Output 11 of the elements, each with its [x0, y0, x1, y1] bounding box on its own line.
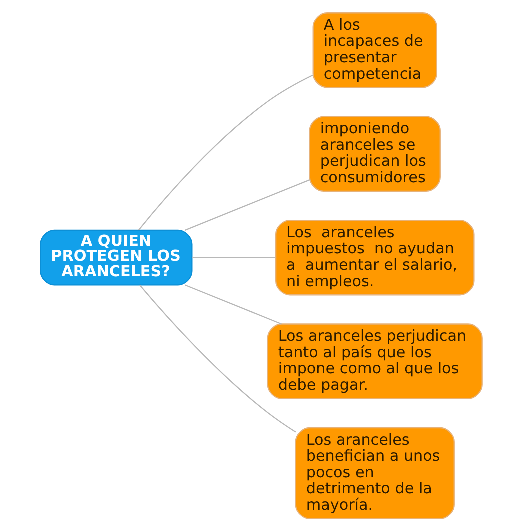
node-box: A los incapaces de presentar competencia [312, 12, 437, 88]
connector [184, 284, 282, 325]
node-box: Los aranceles impuestos no ayudan a aumentar el salario, ni empleos. [274, 220, 474, 296]
connector [138, 74, 313, 231]
connector [192, 257, 276, 258]
node-box: imponiendo aranceles se perjudican los consumidores [308, 116, 440, 192]
node-box: A QUIEN PROTEGEN LOS ARANCELES? [40, 230, 192, 286]
connector [139, 284, 296, 433]
node-box: Los aranceles perjudican tanto al país que los impone como al que los debe pagar. [266, 324, 482, 400]
node-box: Los aranceles benefician a unos pocos en detrimento de la mayoría. [294, 427, 454, 520]
connector [184, 180, 310, 231]
